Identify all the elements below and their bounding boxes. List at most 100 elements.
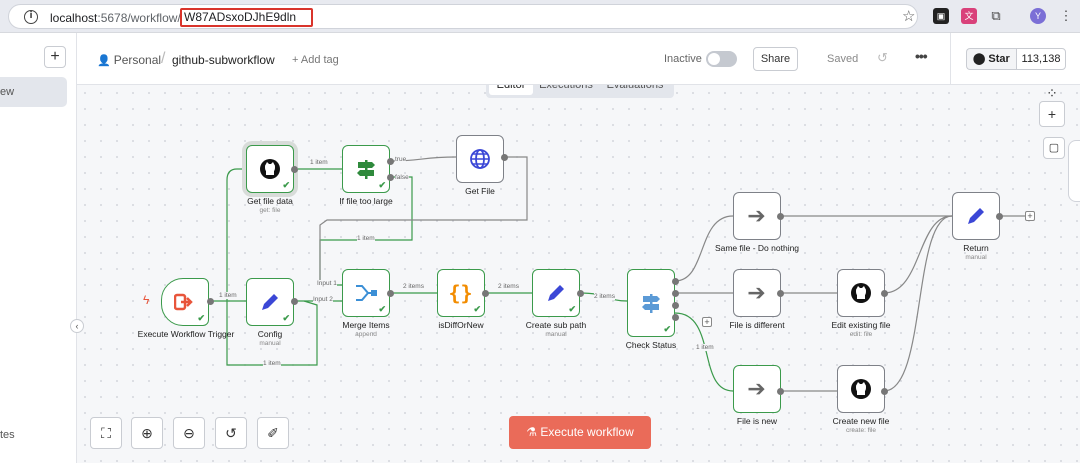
- output-handle-2[interactable]: [672, 302, 679, 309]
- url-path: :5678/workflow/: [97, 11, 181, 25]
- browser-menu-icon[interactable]: ⋮: [1059, 8, 1073, 23]
- node-execute-workflow-trigger[interactable]: ✔: [161, 278, 209, 326]
- node-get-file-data[interactable]: ✔: [246, 145, 294, 193]
- sub-create-new-file: create: file: [846, 427, 876, 434]
- node-file-is-new[interactable]: ➔: [733, 365, 781, 413]
- node-file-is-different[interactable]: ➔: [733, 269, 781, 317]
- sidebar-item-templates[interactable]: tes: [0, 429, 15, 441]
- sub-get-file-data: get: file: [259, 207, 281, 214]
- success-check-icon: ✔: [378, 304, 386, 314]
- bookmark-star-icon[interactable]: ☆: [902, 8, 916, 25]
- add-node-plus-icon[interactable]: +: [1025, 211, 1035, 221]
- add-tag-button[interactable]: + Add tag: [292, 54, 339, 66]
- tab-evaluations[interactable]: Evaluations: [606, 85, 664, 91]
- collapse-sidebar-icon[interactable]: ‹: [70, 319, 84, 333]
- translate-extension-icon[interactable]: 文: [961, 8, 977, 24]
- output-handle-false[interactable]: [387, 174, 394, 181]
- node-is-diff-or-new[interactable]: {} ✔: [437, 269, 485, 317]
- execute-workflow-button[interactable]: ⚗ Execute workflow: [509, 416, 651, 449]
- reset-zoom-button[interactable]: ↺: [215, 417, 247, 449]
- breadcrumb-separator: /: [161, 50, 166, 67]
- profile-avatar[interactable]: Y: [1030, 8, 1046, 24]
- share-button[interactable]: Share: [753, 47, 798, 71]
- github-icon: [247, 146, 292, 191]
- edge-create-return: [883, 215, 953, 392]
- node-edit-existing-file[interactable]: [837, 269, 885, 317]
- node-same-file[interactable]: ➔: [733, 192, 781, 240]
- output-handle[interactable]: [291, 166, 298, 173]
- edge-label: 2 items: [403, 283, 424, 290]
- more-options-icon[interactable]: •••: [915, 48, 928, 64]
- output-handle[interactable]: [577, 290, 584, 297]
- label-file-is-new: File is new: [736, 416, 778, 426]
- trigger-bolt-icon: ϟ: [143, 293, 150, 307]
- nodes-panel-icon[interactable]: ⁘: [1046, 85, 1058, 101]
- output-handle-true[interactable]: [387, 158, 394, 165]
- person-icon: 👤: [97, 55, 111, 67]
- edge-edit-return: [883, 215, 953, 294]
- output-handle[interactable]: [881, 290, 888, 297]
- zoom-out-button[interactable]: ⊖: [173, 417, 205, 449]
- output-handle[interactable]: [777, 388, 784, 395]
- site-info-icon[interactable]: i: [24, 10, 38, 24]
- github-icon: ⬤: [973, 53, 989, 65]
- node-check-status[interactable]: ✔: [627, 269, 675, 337]
- add-node-button[interactable]: +: [1039, 101, 1065, 127]
- left-sidebar: + ew tes: [0, 33, 77, 463]
- github-icon: [838, 270, 883, 315]
- label-same-file: Same file - Do nothing: [714, 243, 800, 253]
- output-handle[interactable]: [881, 388, 888, 395]
- github-icon: [838, 366, 883, 411]
- workflow-canvas[interactable]: Editor Executions Evaluations ϟ ✔ Execut…: [77, 85, 1080, 463]
- node-create-sub-path[interactable]: ✔: [532, 269, 580, 317]
- address-bar[interactable]: i localhost:5678/workflow/ W87ADsxoDJhE9…: [8, 4, 918, 29]
- right-side-panel-tab[interactable]: [1068, 140, 1080, 202]
- node-get-file[interactable]: [456, 135, 504, 183]
- tidy-up-button[interactable]: ✐: [257, 417, 289, 449]
- output-handle-3[interactable]: [672, 314, 679, 321]
- tab-executions[interactable]: Executions: [539, 85, 593, 91]
- github-star-button[interactable]: ⬤ Star: [966, 48, 1016, 70]
- output-handle-1[interactable]: [672, 290, 679, 297]
- trigger-arrow-icon: [162, 279, 207, 324]
- tab-editor[interactable]: Editor: [489, 85, 533, 95]
- node-return[interactable]: [952, 192, 1000, 240]
- node-config[interactable]: ✔: [246, 278, 294, 326]
- pencil-icon: [247, 279, 292, 324]
- node-if-file-too-large[interactable]: ✔: [342, 145, 390, 193]
- add-node-plus-icon[interactable]: +: [702, 317, 712, 327]
- active-toggle[interactable]: [706, 51, 737, 67]
- sticky-note-button[interactable]: ▢: [1043, 137, 1065, 159]
- fit-view-button[interactable]: ⛶: [90, 417, 122, 449]
- output-handle[interactable]: [777, 290, 784, 297]
- if-signpost-icon: [343, 146, 388, 191]
- extension-icon-1[interactable]: ▣: [933, 8, 949, 24]
- sidebar-item-overview[interactable]: ew: [0, 77, 67, 107]
- node-merge-items[interactable]: ✔: [342, 269, 390, 317]
- extensions-puzzle-icon[interactable]: ⧉: [991, 8, 1001, 23]
- github-star-count[interactable]: 113,138: [1016, 48, 1066, 70]
- label-get-file: Get File: [465, 186, 495, 196]
- zoom-in-button[interactable]: ⊕: [131, 417, 163, 449]
- output-handle[interactable]: [387, 290, 394, 297]
- output-handle[interactable]: [777, 213, 784, 220]
- breadcrumb-project[interactable]: 👤Personal: [97, 53, 162, 67]
- label-return: Return: [963, 243, 989, 253]
- workflow-name[interactable]: github-subworkflow: [172, 53, 275, 67]
- output-handle[interactable]: [501, 154, 508, 161]
- active-status-label: Inactive: [664, 53, 702, 65]
- output-handle[interactable]: [482, 290, 489, 297]
- label-edit-existing-file: Edit existing file: [831, 320, 891, 330]
- add-workflow-button[interactable]: +: [44, 46, 66, 68]
- url-host: localhost: [50, 11, 98, 25]
- output-handle[interactable]: [291, 298, 298, 305]
- output-handle-0[interactable]: [672, 278, 679, 285]
- output-handle[interactable]: [207, 298, 214, 305]
- edge-label: true: [395, 156, 407, 163]
- output-handle[interactable]: [996, 213, 1003, 220]
- code-braces-icon: {}: [448, 280, 473, 305]
- node-create-new-file[interactable]: [837, 365, 885, 413]
- history-icon[interactable]: ↺: [877, 50, 888, 65]
- sub-config: manual: [259, 340, 281, 347]
